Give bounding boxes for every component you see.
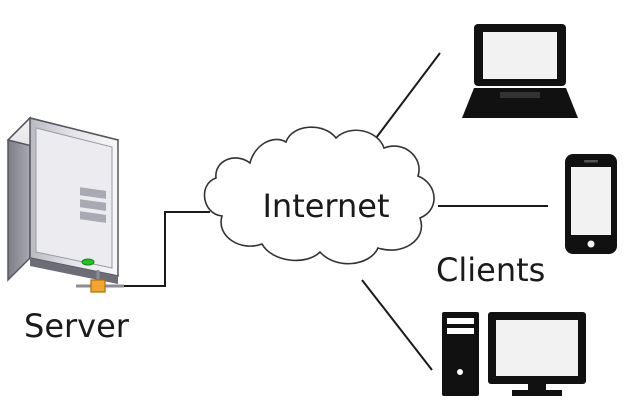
network-connector-icon [76,270,124,293]
smartphone-icon [565,154,617,254]
server-tower-icon [6,116,120,284]
cloud-icon [203,126,435,265]
server-label: Server [24,307,130,345]
clients-label: Clients [436,251,545,289]
internet-label: Internet [262,187,389,225]
internet-to-desktop-line [361,279,433,371]
laptop-icon [462,24,578,118]
internet-to-laptop-line [375,52,441,139]
server-to-internet-line [124,211,210,287]
desktop-computer-icon [442,312,586,396]
